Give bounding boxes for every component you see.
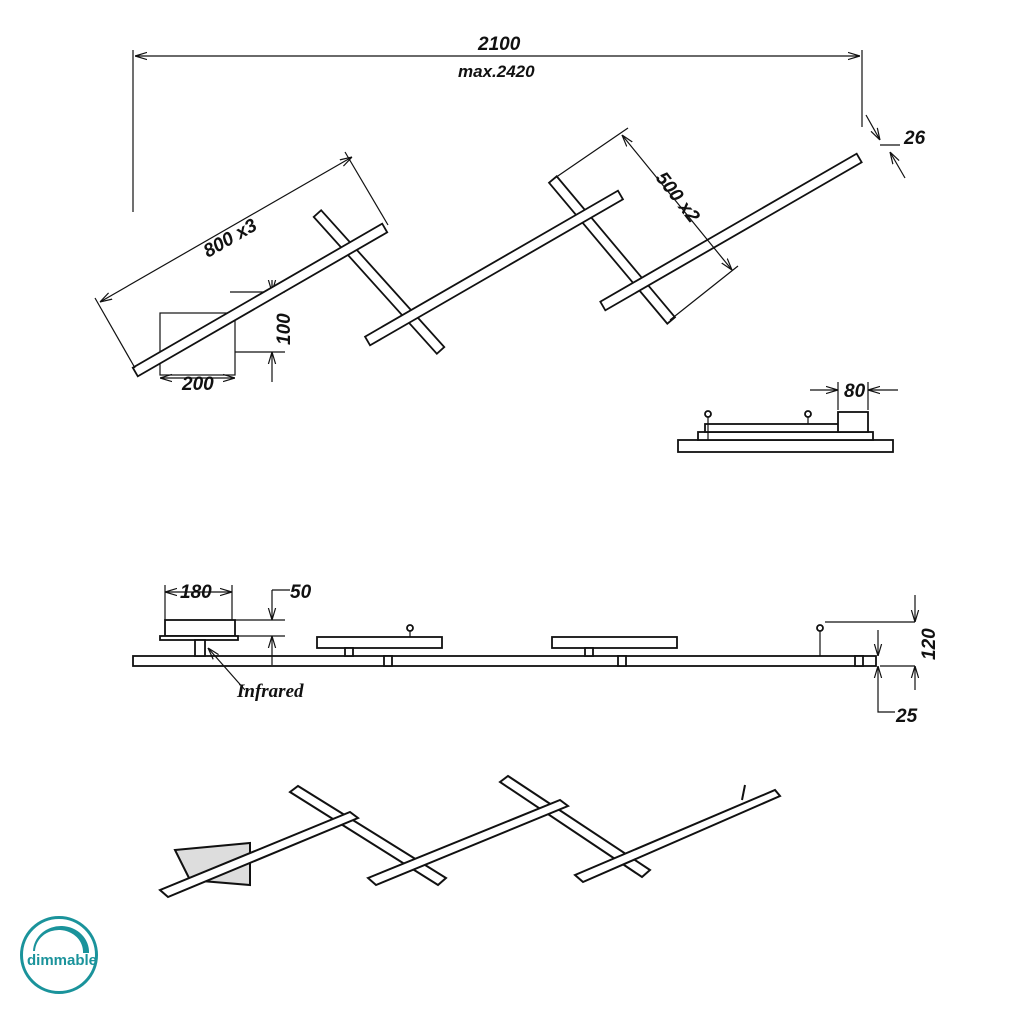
dimmable-label: dimmable: [27, 952, 98, 969]
front-canopy-label: 180: [180, 582, 212, 603]
long-bar-3: [599, 152, 863, 312]
infrared-label: Infrared: [236, 681, 304, 702]
base-bar: [132, 655, 877, 667]
bar-height-label: 25: [895, 706, 918, 727]
dimmer-arc-icon: [33, 925, 90, 953]
bar-width-label: 26: [903, 128, 926, 149]
cross-bar-length-label: 500 x2: [651, 168, 704, 227]
max-width-label: max.2420: [458, 62, 535, 81]
canopy-depth-label: 100: [274, 313, 295, 345]
top-view: 2100 max.2420 200 100 800 x3 500 x2 26: [94, 34, 926, 395]
long-bar-2: [363, 189, 625, 347]
side-module-label: 80: [844, 381, 866, 402]
front-view: 180 50 Infrared 120 25: [132, 582, 940, 727]
long-bar-1: [131, 222, 389, 378]
total-width-label: 2100: [477, 34, 521, 55]
side-view: 80: [677, 381, 898, 453]
long-bar-length-label: 800 x3: [200, 215, 261, 262]
canopy-width-label: 200: [181, 374, 214, 395]
total-height-label: 120: [919, 628, 940, 660]
front-canopy-height-label: 50: [290, 582, 312, 603]
dimmable-badge: dimmable: [20, 916, 98, 994]
perspective-view: [158, 774, 782, 899]
